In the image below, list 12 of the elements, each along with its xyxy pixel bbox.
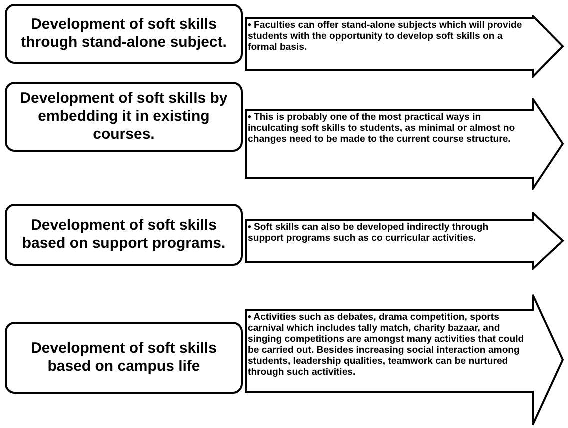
arrow-shape xyxy=(245,212,565,270)
arrow-shape xyxy=(245,15,565,78)
description-text: • Soft skills can also be developed indirectly through support programs such as co curricular activities. xyxy=(248,222,490,244)
arrow-shape xyxy=(245,98,565,190)
description-text: • This is probably one of the most practical ways in inculcating soft skills to students, as minimal or almost no changes need to be made to the current course structure. xyxy=(248,112,516,145)
rounded-box: Development of soft skills through stand-alone subject. xyxy=(5,4,243,64)
description-text: • Activities such as debates, drama competition, sports carnival which includes tally match, charity bazaar, and singing competitions are amongst many activities that could be carried out. Besides increasing social interaction among students, leadership qualities, teamwork can be nurtured through such activities. xyxy=(248,312,526,378)
rounded-box: Development of soft skills by embedding it in existing courses. xyxy=(5,82,243,152)
description-text: • Faculties can offer stand-alone subjects which will provide students with the opportunity to develop soft skills on a formal basis. xyxy=(248,20,524,53)
rounded-box: Development of soft skills based on campus life xyxy=(5,322,243,394)
rounded-box: Development of soft skills based on support programs. xyxy=(5,204,243,266)
arrow-shape xyxy=(245,294,565,426)
